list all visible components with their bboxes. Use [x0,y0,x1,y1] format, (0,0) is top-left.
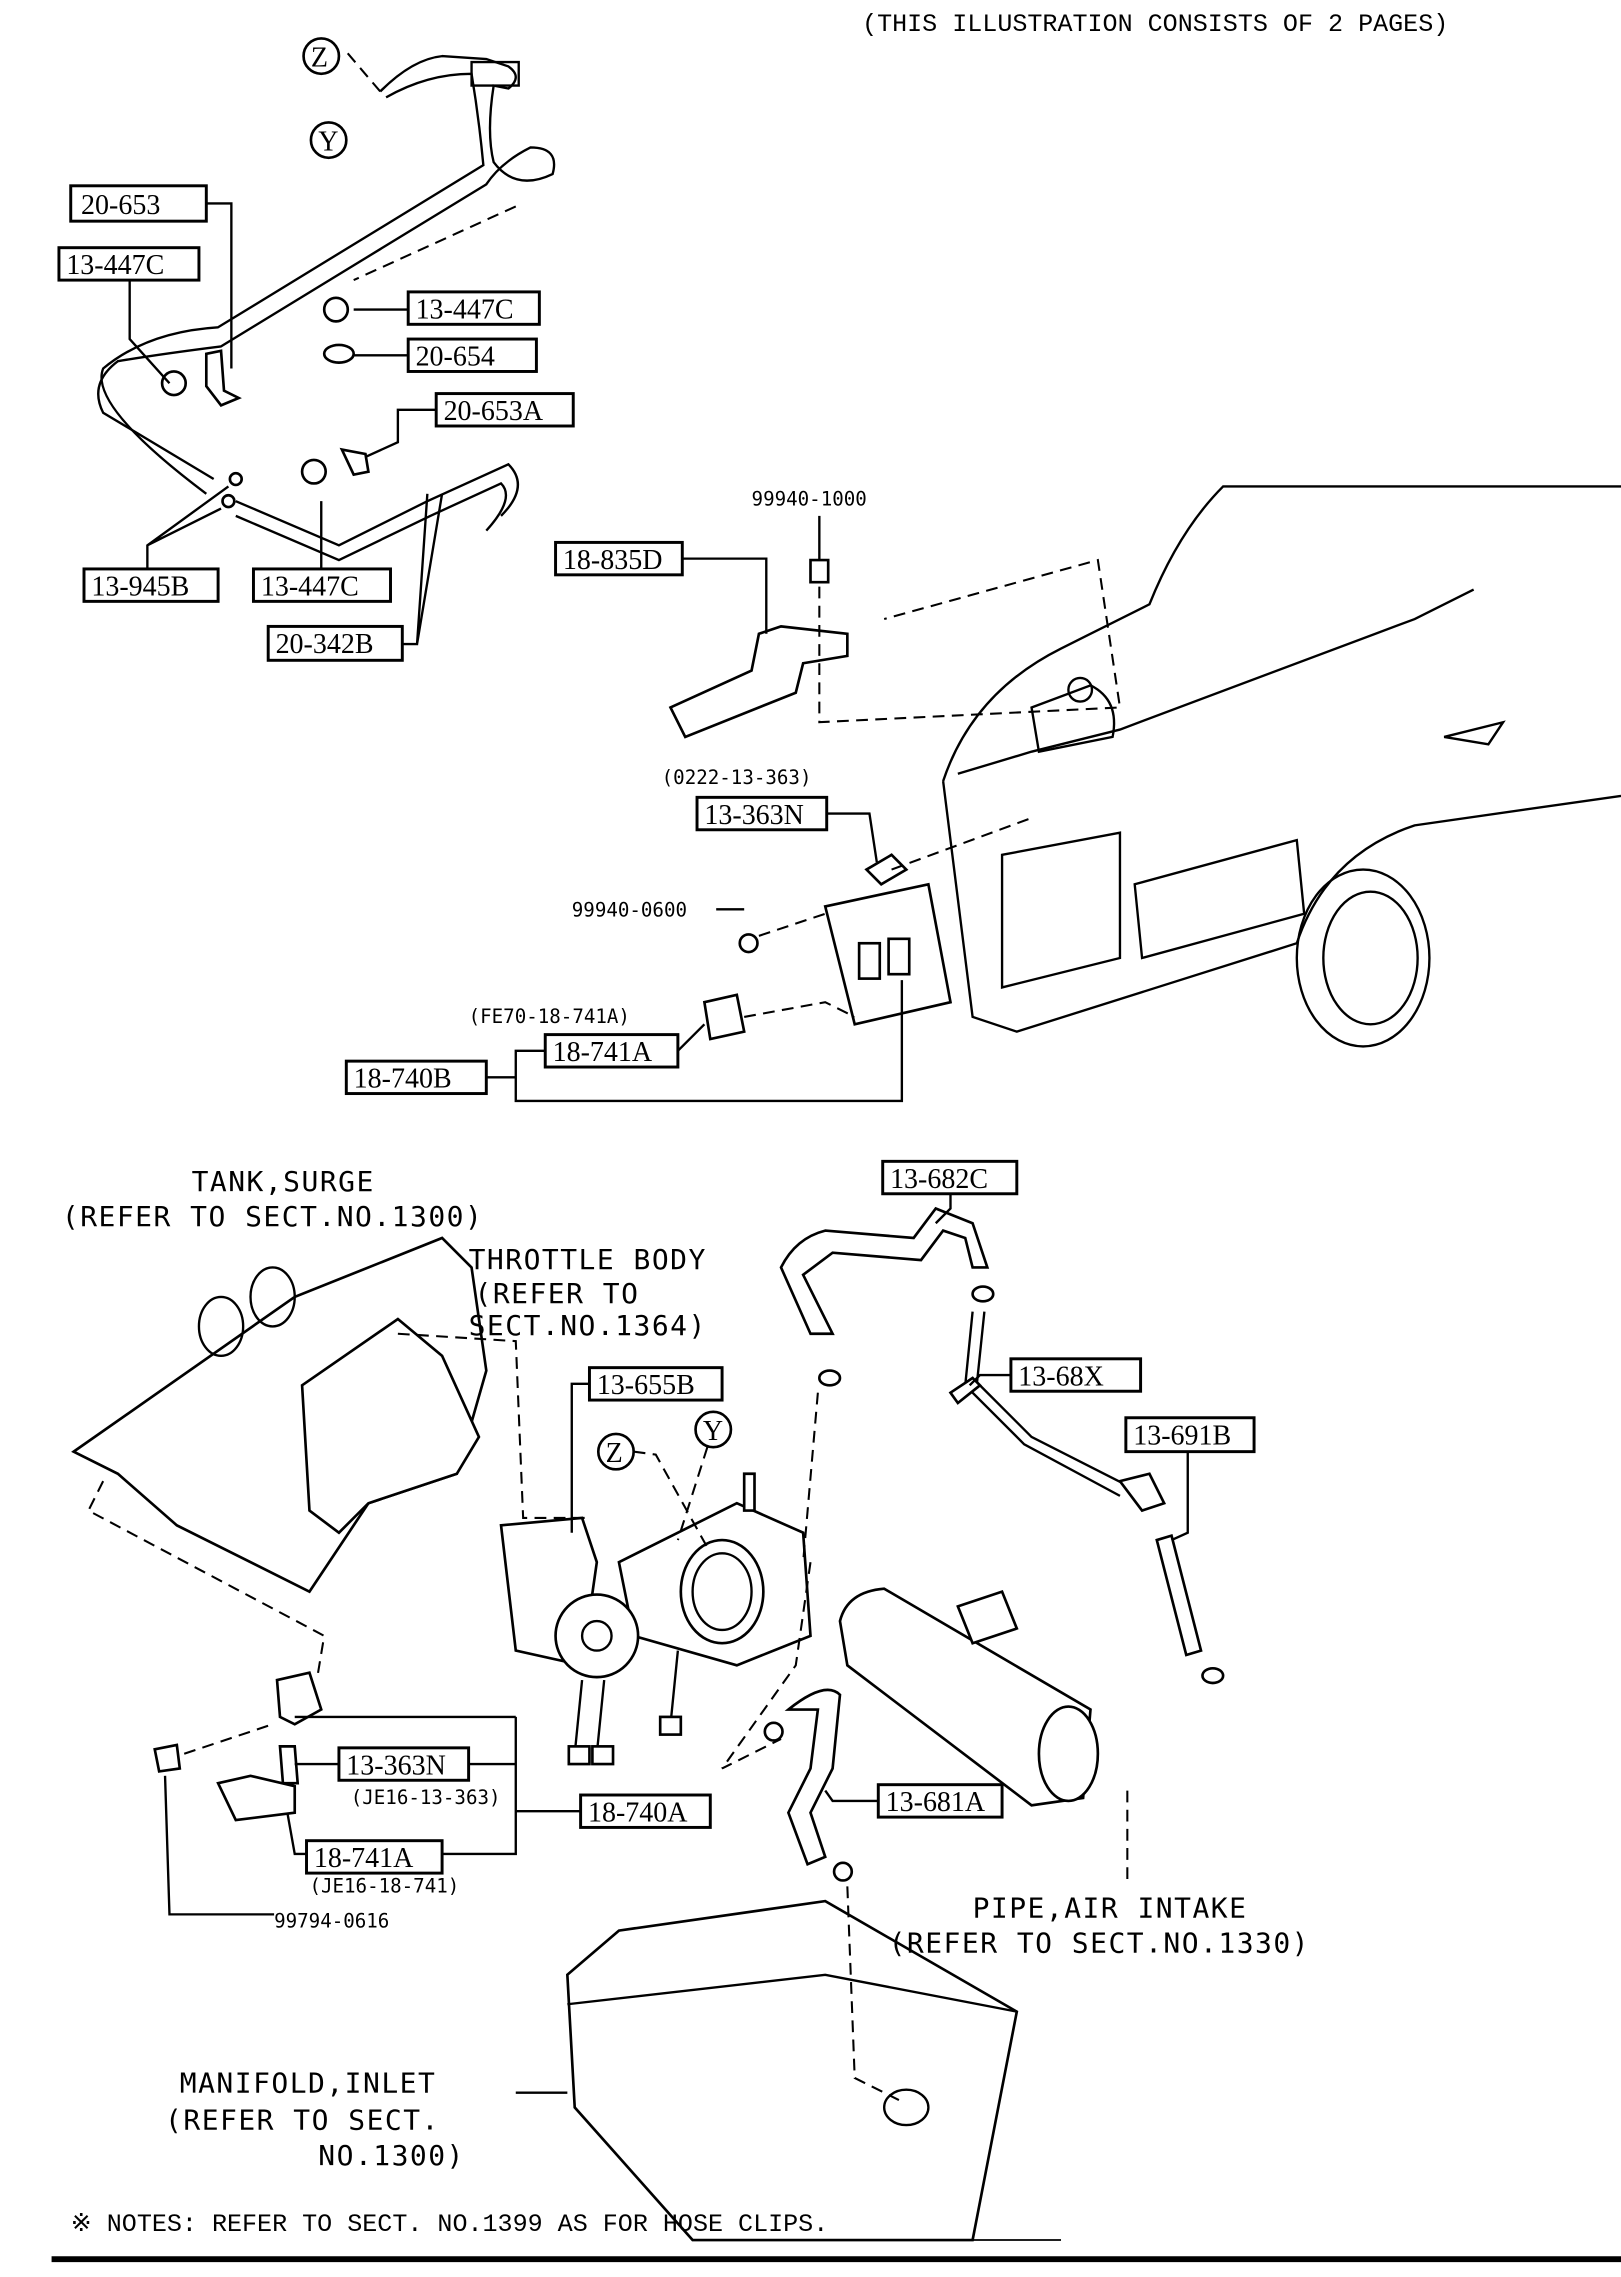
part-label-18-740a[interactable]: 18-740A [579,1793,712,1829]
svg-text:18-740A: 18-740A [588,1798,688,1829]
manifold-inlet-label: MANIFOLD,INLET [180,2067,437,2100]
bolt-label-99940-1000: 99940-1000 [752,488,867,511]
svg-text:13-363N: 13-363N [704,800,803,831]
part-label-13-447c-bottom[interactable]: 13-447C [251,567,392,603]
oem-code-je16-13-363: (JE16-13-363) [351,1786,501,1809]
part-label-18-835d[interactable]: 18-835D [554,540,684,577]
part-label-13-363n-lower[interactable]: 13-363N [337,1746,471,1782]
part-label-18-741a-lower[interactable]: 18-741A [305,1839,444,1875]
throttle-body-label: THROTTLE BODY [469,1243,707,1276]
part-label-20-342b[interactable]: 20-342B [266,624,404,662]
part-label-13-363n-upper[interactable]: 13-363N [695,795,829,832]
svg-text:20-342B: 20-342B [276,629,374,660]
svg-text:Z: Z [311,42,328,73]
svg-text:13-447C: 13-447C [261,571,359,602]
throttle-body-reference-1: (REFER TO [475,1277,640,1310]
vacuum-hose-drawing [97,51,556,562]
manifold-inlet-reference-2: NO.1300) [318,2139,465,2172]
part-label-20-653[interactable]: 20-653 [69,184,208,223]
hose-clip-note: ※ NOTES: REFER TO SECT. NO.1399 AS FOR H… [71,2210,829,2239]
svg-text:13-691B: 13-691B [1133,1420,1231,1451]
svg-text:20-653: 20-653 [81,190,160,221]
manifold-drawing [565,1886,1019,2242]
solenoid-drawing [153,1671,323,1822]
svg-text:Z: Z [606,1438,623,1469]
car-front-drawing [941,485,1621,1048]
bolt-label-99940-0600: 99940-0600 [572,899,687,922]
svg-text:13-655B: 13-655B [597,1370,695,1401]
svg-text:18-835D: 18-835D [563,545,663,576]
throttle-body-drawing [499,1472,812,1766]
part-label-18-741a-upper[interactable]: 18-741A [543,1033,680,1069]
throttle-body-reference-2: SECT.NO.1364) [469,1309,707,1342]
svg-text:18-740B: 18-740B [354,1064,452,1095]
surge-tank-drawing [71,1236,590,1681]
svg-text:20-653A: 20-653A [444,396,544,427]
oem-code-fe70-18-741a: (FE70-18-741A) [469,1005,630,1028]
hose-drawing [721,1206,1225,1882]
part-label-13-447c-left[interactable]: 13-447C [57,246,201,282]
marker-z-lower: Z [596,1432,635,1471]
marker-z-top: Z [302,37,341,76]
part-label-20-653a[interactable]: 20-653A [434,392,575,428]
svg-text:18-741A: 18-741A [553,1037,653,1068]
manifold-inlet-reference-1: (REFER TO SECT. [165,2104,440,2137]
part-label-18-740b[interactable]: 18-740B [344,1059,488,1096]
svg-text:18-741A: 18-741A [314,1843,414,1874]
pipe-air-intake-label: PIPE,AIR INTAKE [973,1891,1248,1924]
bracket-drawing [668,558,1122,1041]
oem-code-je16-18-741: (JE16-18-741) [309,1874,459,1897]
svg-text:Y: Y [703,1416,723,1447]
svg-text:13-447C: 13-447C [416,294,514,325]
part-label-13-691b[interactable]: 13-691B [1124,1416,1256,1454]
tank-surge-label: TANK,SURGE [192,1165,375,1198]
bolt-label-99794-0616: 99794-0616 [274,1910,389,1933]
part-label-13-655b[interactable]: 13-655B [587,1366,724,1402]
part-label-13-68x[interactable]: 13-68X [1009,1357,1143,1393]
svg-text:13-945B: 13-945B [91,571,189,602]
part-label-13-945b[interactable]: 13-945B [82,567,220,603]
svg-text:13-68X: 13-68X [1018,1361,1104,1392]
page-count-note: (THIS ILLUSTRATION CONSISTS OF 2 PAGES) [862,10,1448,39]
marker-y-lower: Y [694,1410,733,1449]
oem-code-0222-13-363: (0222-13-363) [662,766,812,789]
tank-surge-reference: (REFER TO SECT.NO.1300) [62,1200,483,1233]
air-pipe-drawing [838,1587,1129,1887]
part-label-13-682c[interactable]: 13-682C [881,1159,1019,1196]
part-label-20-654[interactable]: 20-654 [406,337,538,373]
svg-text:13-682C: 13-682C [890,1164,988,1195]
part-label-13-681a[interactable]: 13-681A [876,1783,1004,1819]
pipe-air-intake-reference: (REFER TO SECT.NO.1330) [889,1927,1310,1960]
svg-text:13-681A: 13-681A [886,1787,985,1818]
svg-text:20-654: 20-654 [416,342,495,373]
svg-text:13-447C: 13-447C [66,250,164,281]
svg-text:Y: Y [318,126,338,157]
part-label-13-447c-right[interactable]: 13-447C [406,290,541,326]
marker-y-top: Y [309,121,348,160]
svg-text:13-363N: 13-363N [346,1750,446,1781]
